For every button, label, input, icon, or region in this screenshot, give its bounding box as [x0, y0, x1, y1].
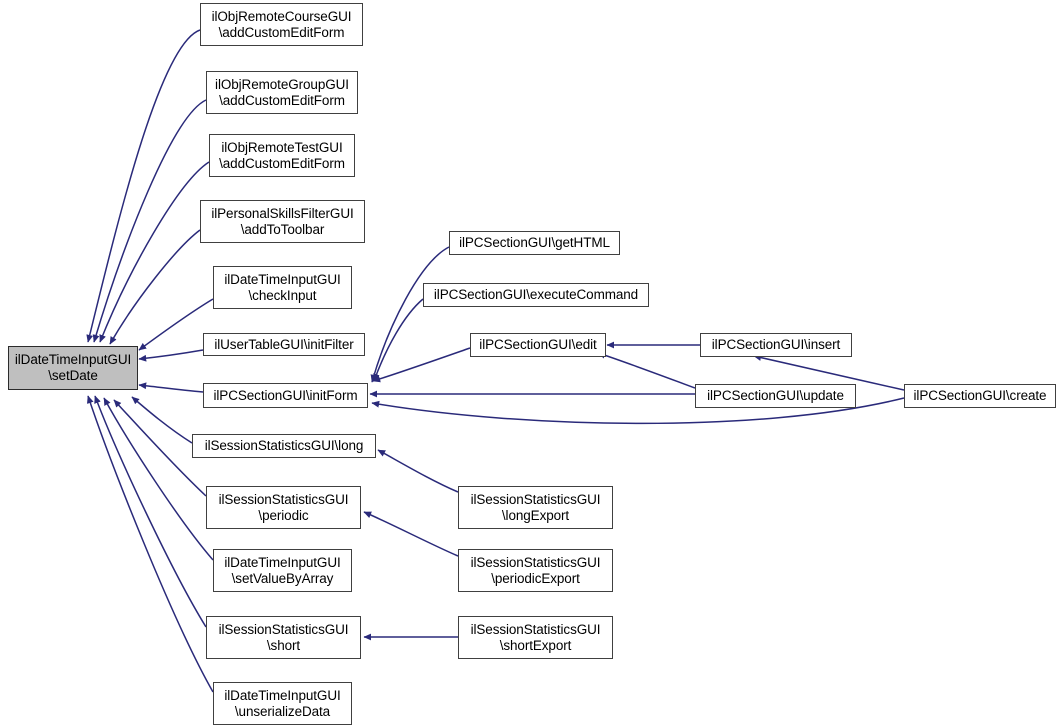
graph-node-label: ilSessionStatisticsGUI\long: [204, 438, 364, 454]
graph-node-label: ilDateTimeInputGUI \setDate: [14, 352, 132, 383]
graph-node-update[interactable]: ilPCSectionGUI\update: [695, 384, 856, 408]
graph-node-getHTML[interactable]: ilPCSectionGUI\getHTML: [449, 231, 620, 255]
graph-node-periodicExport[interactable]: ilSessionStatisticsGUI \periodicExport: [458, 549, 613, 592]
graph-node-label: ilUserTableGUI\initFilter: [214, 336, 354, 352]
edge-longExport-to-ssLong: [377, 449, 459, 493]
graph-node-label: ilDateTimeInputGUI \unserializeData: [224, 687, 341, 719]
edge-periodicExport-to-ssPeriodic: [363, 511, 459, 557]
graph-node-label: ilDateTimeInputGUI \setValueByArray: [224, 554, 341, 586]
graph-node-label: ilSessionStatisticsGUI \periodic: [218, 491, 349, 523]
graph-node-edit[interactable]: ilPCSectionGUI\edit: [470, 333, 606, 357]
edge-remoteCourse-to-setDate: [86, 29, 201, 343]
graph-node-label: ilObjRemoteCourseGUI \addCustomEditForm: [211, 8, 352, 40]
graph-node-label: ilSessionStatisticsGUI \longExport: [470, 491, 601, 523]
graph-node-label: ilDateTimeInputGUI \checkInput: [224, 271, 341, 303]
edge-skillsFilter-to-setDate: [109, 229, 201, 345]
graph-node-label: ilSessionStatisticsGUI \short: [218, 621, 349, 653]
edge-update-to-edit: [597, 351, 696, 389]
edge-initForm-to-setDate: [138, 382, 204, 393]
graph-node-executeCommand[interactable]: ilPCSectionGUI\executeCommand: [423, 283, 649, 307]
graph-node-ssPeriodic[interactable]: ilSessionStatisticsGUI \periodic: [206, 486, 361, 529]
graph-node-unserializeData[interactable]: ilDateTimeInputGUI \unserializeData: [213, 682, 352, 725]
graph-node-shortExport[interactable]: ilSessionStatisticsGUI \shortExport: [458, 616, 613, 659]
edge-getHTML-to-initForm: [370, 246, 450, 383]
graph-node-insert[interactable]: ilPCSectionGUI\insert: [700, 333, 852, 357]
graph-node-skillsFilter[interactable]: ilPersonalSkillsFilterGUI \addToToolbar: [200, 200, 365, 243]
graph-node-setValueByArray[interactable]: ilDateTimeInputGUI \setValueByArray: [213, 549, 352, 592]
edge-remoteTest-to-setDate: [99, 161, 210, 343]
graph-node-label: ilPCSectionGUI\create: [913, 388, 1047, 404]
graph-node-label: ilPCSectionGUI\insert: [711, 337, 841, 353]
edge-edit-to-initForm: [372, 347, 471, 383]
graph-node-remoteTest[interactable]: ilObjRemoteTestGUI \addCustomEditForm: [209, 134, 355, 177]
graph-node-create[interactable]: ilPCSectionGUI\create: [904, 384, 1056, 408]
graph-node-label: ilPersonalSkillsFilterGUI \addToToolbar: [211, 205, 354, 237]
graph-node-label: ilPCSectionGUI\edit: [479, 337, 597, 353]
graph-node-label: ilObjRemoteTestGUI \addCustomEditForm: [219, 139, 345, 171]
graph-node-label: ilPCSectionGUI\initForm: [213, 387, 358, 403]
graph-node-ssShort[interactable]: ilSessionStatisticsGUI \short: [206, 616, 361, 659]
edge-remoteGroup-to-setDate: [92, 99, 207, 343]
edge-ssShort-to-setDate: [94, 395, 207, 628]
graph-node-initForm[interactable]: ilPCSectionGUI\initForm: [203, 383, 368, 408]
graph-node-remoteGroup[interactable]: ilObjRemoteGroupGUI \addCustomEditForm: [206, 71, 358, 114]
edge-ssLong-to-setDate: [131, 396, 193, 444]
graph-node-ssLong[interactable]: ilSessionStatisticsGUI\long: [192, 434, 376, 458]
edge-setValueByArray-to-setDate: [103, 397, 214, 561]
edge-initFilter-to-setDate: [138, 349, 204, 362]
graph-node-label: ilPCSectionGUI\update: [707, 388, 844, 404]
graph-node-checkInput[interactable]: ilDateTimeInputGUI \checkInput: [213, 266, 352, 309]
graph-node-longExport[interactable]: ilSessionStatisticsGUI \longExport: [458, 486, 613, 529]
graph-node-initFilter[interactable]: ilUserTableGUI\initFilter: [203, 333, 365, 356]
graph-node-label: ilSessionStatisticsGUI \shortExport: [470, 621, 601, 653]
graph-node-label: ilPCSectionGUI\executeCommand: [433, 287, 639, 303]
graph-node-setDate[interactable]: ilDateTimeInputGUI \setDate: [8, 346, 138, 390]
edge-executeCommand-to-initForm: [373, 298, 424, 382]
graph-node-label: ilPCSectionGUI\getHTML: [459, 235, 610, 251]
graph-node-label: ilObjRemoteGroupGUI \addCustomEditForm: [215, 76, 349, 108]
edge-checkInput-to-setDate: [138, 298, 214, 351]
graph-node-remoteCourse[interactable]: ilObjRemoteCourseGUI \addCustomEditForm: [200, 3, 363, 46]
graph-node-label: ilSessionStatisticsGUI \periodicExport: [470, 554, 601, 586]
